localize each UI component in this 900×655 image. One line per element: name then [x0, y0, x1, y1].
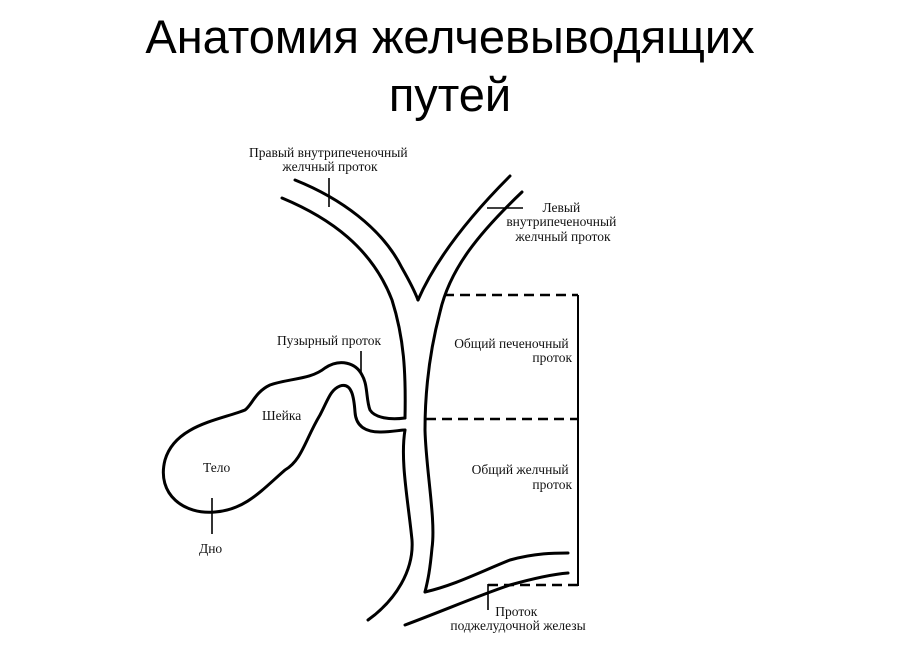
- label-pancreatic-duct-line-2: поджелудочной железы: [450, 618, 585, 633]
- label-left-hepatic-duct-line-3: желчный проток: [514, 229, 611, 244]
- label-fundus: Дно: [199, 541, 222, 556]
- label-left-hepatic-duct-line-2: внутрипеченочный: [506, 214, 616, 229]
- label-right-hepatic-duct-line-1: Правый внутрипеченочный: [249, 145, 408, 160]
- pancreatic-duct-upper-wall: [423, 551, 570, 594]
- gallbladder-outline: [161, 361, 407, 514]
- right-hepatic-duct-outer-wall: [280, 196, 407, 420]
- common-bile-duct-left-wall: [366, 428, 414, 622]
- right-hepatic-duct-inner-wall: [293, 178, 420, 302]
- label-right-hepatic-duct: Правый внутрипеченочный желчный проток: [249, 145, 411, 174]
- label-common-hepatic-duct-line-2: проток: [532, 350, 572, 365]
- duct-extent-brackets: [426, 293, 579, 587]
- label-cystic-duct: Пузырный проток: [277, 333, 382, 348]
- title-line-1: Анатомия желчевыводящих: [145, 10, 755, 63]
- leader-ticks: [211, 178, 523, 610]
- page-title: Анатомия желчевыводящих путей: [0, 8, 900, 124]
- label-pancreatic-duct: Проток поджелудочной железы: [450, 604, 585, 633]
- label-common-hepatic-duct-line-1: Общий печеночный: [454, 336, 568, 351]
- label-left-hepatic-duct-line-1: Левый: [542, 200, 580, 215]
- label-body: Тело: [203, 460, 230, 475]
- label-right-hepatic-duct-line-2: желчный проток: [281, 159, 378, 174]
- pancreatic-duct-lower-wall: [403, 571, 570, 627]
- cystic-duct-upper-wall: [161, 361, 407, 514]
- label-pancreatic-duct-line-1: Проток: [495, 604, 538, 619]
- left-hepatic-duct-inner-wall: [416, 174, 512, 302]
- biliary-duct-outline: [280, 174, 570, 627]
- label-neck: Шейка: [262, 408, 301, 423]
- label-left-hepatic-duct: Левый внутрипеченочный желчный проток: [506, 200, 619, 244]
- title-line-2: путей: [388, 68, 512, 121]
- label-common-hepatic-duct: Общий печеночный проток: [454, 336, 572, 365]
- label-common-bile-duct-line-2: проток: [532, 477, 572, 492]
- label-common-bile-duct-line-1: Общий желчный: [472, 462, 569, 477]
- label-common-bile-duct: Общий желчный проток: [472, 462, 573, 492]
- left-hepatic-duct-outer-wall: [423, 190, 524, 594]
